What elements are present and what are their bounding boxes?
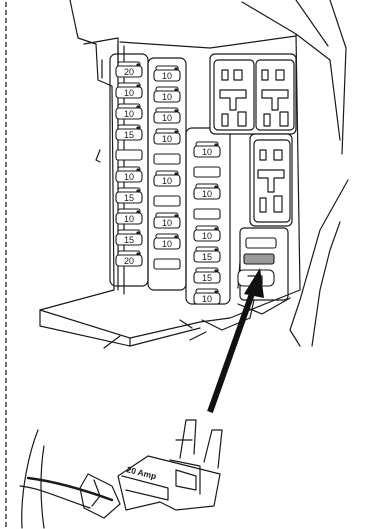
- empty-fuse-slot: [154, 259, 180, 269]
- empty-fuse-slot: [116, 150, 142, 160]
- fuse-rating: 10: [124, 88, 134, 98]
- fuse-column-1: 20 10 10 15 10 15 10 15 20: [116, 62, 142, 266]
- fuse: 10: [154, 213, 180, 228]
- empty-fuse-slot: [154, 154, 180, 164]
- fuse-rating: 15: [202, 273, 212, 283]
- relay-block: [210, 54, 296, 226]
- fuse: 10: [154, 66, 180, 81]
- slot-outline: [154, 154, 180, 164]
- fuse: 20: [116, 62, 142, 77]
- slot-outline: [194, 209, 220, 219]
- fuse: 10: [194, 184, 220, 199]
- fuse: 10: [194, 226, 220, 241]
- fuse: 10: [154, 129, 180, 144]
- power-cable: [20, 430, 120, 528]
- fuse-rating: 10: [162, 239, 172, 249]
- fuse-rating: 10: [202, 231, 212, 241]
- fuse: 15: [116, 188, 142, 203]
- fuse: 10: [154, 87, 180, 102]
- fuse: 15: [194, 247, 220, 262]
- slot-outline: [116, 150, 142, 160]
- relay-2: [256, 60, 294, 130]
- fuse-rating: 10: [162, 218, 172, 228]
- fuse-rating: 10: [162, 113, 172, 123]
- slot-outline: [154, 259, 180, 269]
- fuse: 10: [116, 104, 142, 119]
- empty-fuse-slot: [194, 167, 220, 177]
- fuse: 15: [116, 230, 142, 245]
- fuse-rating: 10: [124, 214, 134, 224]
- fuse: 10: [116, 209, 142, 224]
- fuse-rating: 10: [162, 92, 172, 102]
- relay-3: [254, 140, 290, 222]
- fuse: 10: [154, 108, 180, 123]
- fuse-rating: 10: [162, 134, 172, 144]
- empty-fuse-slot: [154, 196, 180, 206]
- fuse-rating: 10: [124, 109, 134, 119]
- relay-1: [214, 60, 254, 130]
- slot-outline: [194, 167, 220, 177]
- fuse: 10: [194, 289, 220, 304]
- fuse: 10: [194, 142, 220, 157]
- fuse-rating: 10: [202, 189, 212, 199]
- fuse: 15: [194, 268, 220, 283]
- fuse: 15: [116, 125, 142, 140]
- fuse-rating: 15: [202, 252, 212, 262]
- fuse-rating: 20: [124, 256, 134, 266]
- fuse: 10: [116, 167, 142, 182]
- empty-fuse-slot: [194, 209, 220, 219]
- fuse-rating: 10: [202, 294, 212, 304]
- fuse-rating: 10: [162, 176, 172, 186]
- fuse: 10: [154, 234, 180, 249]
- highlighted-socket: [244, 254, 274, 264]
- fuse-column-3: 10 10 10 15 15 10: [194, 142, 220, 304]
- spare-socket-block: [238, 228, 288, 300]
- fuse: 10: [116, 83, 142, 98]
- fuse-column-2: 10 10 10 10 10 10 10: [154, 66, 180, 269]
- fuse: 20: [116, 251, 142, 266]
- fuse: 10: [154, 171, 180, 186]
- fuse-plug: 20 Amp: [118, 420, 222, 510]
- fuse-rating: 10: [162, 71, 172, 81]
- fuse-rating: 10: [124, 172, 134, 182]
- slot-outline: [154, 196, 180, 206]
- fuse-rating: 15: [124, 130, 134, 140]
- fuse-rating: 20: [124, 67, 134, 77]
- fuse-rating: 15: [124, 235, 134, 245]
- fuse-rating: 10: [202, 147, 212, 157]
- fuse-rating: 15: [124, 193, 134, 203]
